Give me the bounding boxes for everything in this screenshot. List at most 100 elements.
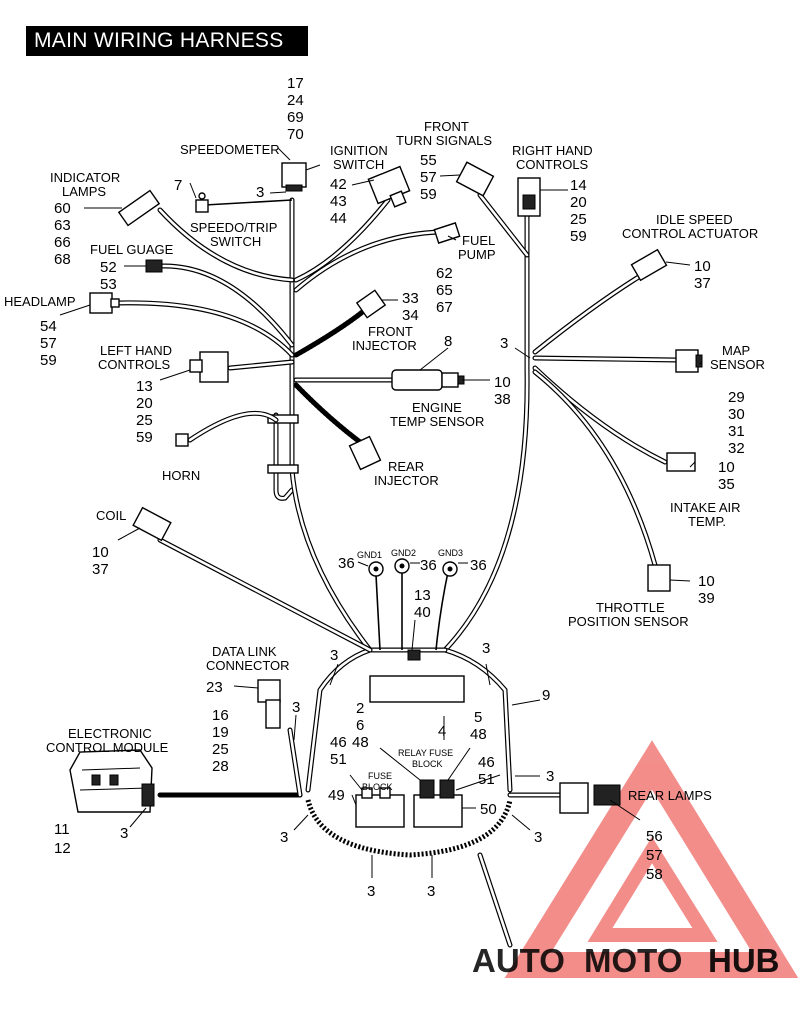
callout-front-turn-3: 59: [420, 186, 437, 203]
label-relay-fuse-2: BLOCK: [412, 759, 443, 769]
callout-speedometer-3: 69: [287, 109, 304, 126]
label-front-turn-2: TURN SIGNALS: [396, 133, 492, 148]
speedo-trip-switch: [195, 192, 209, 213]
callout-fuse-left-2: 51: [330, 751, 347, 768]
ground-terminals: [368, 558, 458, 577]
callout-indicator-4: 68: [54, 251, 71, 268]
throttle-position-connector: [647, 564, 671, 592]
callout-ecm-conn: 3: [120, 825, 128, 842]
watermark-text: AUTO MOTO HUB: [472, 942, 780, 979]
callout-fuel-pump-2: 65: [436, 282, 453, 299]
callout-indicator-1: 60: [54, 200, 71, 217]
label-headlamp: HEADLAMP: [4, 294, 76, 309]
label-fuel-pump-2: PUMP: [458, 247, 496, 262]
callout-front-turn-2: 57: [420, 169, 437, 186]
label-relay-fuse-1: RELAY FUSE: [398, 748, 453, 758]
callout-ignition-3: 44: [330, 210, 347, 227]
label-intake-air-2: TEMP.: [688, 514, 726, 529]
label-speedometer: SPEEDOMETER: [180, 142, 280, 157]
callout-fuse-right-2: 51: [478, 771, 495, 788]
label-gnd3: GND3: [438, 548, 463, 558]
callout-right-hand-3: 25: [570, 211, 587, 228]
callout-map-sensor-4: 32: [728, 440, 745, 457]
callout-left-loop: 3: [330, 647, 338, 664]
label-left-hand-1: LEFT HAND: [100, 343, 172, 358]
label-intake-air-1: INTAKE AIR: [670, 500, 741, 515]
label-indicator-1: INDICATOR: [50, 170, 120, 185]
speedometer-connector: [281, 162, 307, 192]
callout-speedo-trip: 7: [174, 177, 182, 194]
label-throttle-2: POSITION SENSOR: [568, 614, 689, 629]
watermark-triangle-logo: [504, 740, 799, 978]
callout-map-sensor-1: 29: [728, 389, 745, 406]
callout-fuel-pump-1: 62: [436, 265, 453, 282]
callout-center-2: 40: [414, 604, 431, 621]
callout-center-1: 13: [414, 587, 431, 604]
rear-lamps-connector: [559, 782, 621, 814]
callout-rear-lamps-3: 58: [646, 866, 663, 883]
callout-right-hand-1: 14: [570, 177, 587, 194]
callout-right-loop-num: 9: [542, 687, 550, 704]
callout-data-link-list-1: 16: [212, 707, 229, 724]
ignition-switch: [367, 165, 411, 208]
coil-connector: [132, 506, 172, 542]
callout-ignition-1: 42: [330, 176, 347, 193]
callout-speedometer-4: 70: [287, 126, 304, 143]
callout-right-hand-2: 20: [570, 194, 587, 211]
callout-map-sensor-3: 31: [728, 423, 745, 440]
engine-temp-sensor: [391, 369, 465, 391]
callout-front-turn-1: 55: [420, 152, 437, 169]
label-map-sensor-2: SENSOR: [710, 357, 765, 372]
label-map-sensor-1: MAP: [722, 343, 750, 358]
label-speedo-trip-2: SWITCH: [210, 234, 261, 249]
callout-gnd3: 36: [470, 557, 487, 574]
callout-fuel-pump-3: 67: [436, 299, 453, 316]
right-trunk: [442, 192, 679, 653]
callout-right-mid: 3: [546, 768, 554, 785]
label-fuse-block-2: BLOCK: [362, 782, 393, 792]
label-ignition-1: IGNITION: [330, 143, 388, 158]
callout-right-50: 50: [480, 801, 497, 818]
label-front-injector-2: INJECTOR: [352, 338, 417, 353]
callout-fuse-right-1: 46: [478, 754, 495, 771]
callout-front-injector-2: 34: [402, 307, 419, 324]
label-engine-temp-2: TEMP SENSOR: [390, 414, 484, 429]
callout-indicator-2: 63: [54, 217, 71, 234]
label-rear-injector-1: REAR: [388, 459, 424, 474]
callout-left-hand-3: 25: [136, 412, 153, 429]
callout-data-link: 23: [206, 679, 223, 696]
label-data-link-1: DATA LINK: [212, 644, 277, 659]
callout-engine-temp-1: 10: [494, 374, 511, 391]
callout-inner-c-2: 48: [470, 726, 487, 743]
callout-front-injector-1: 33: [402, 290, 419, 307]
callout-coil-1: 10: [92, 544, 109, 561]
callout-data-link-split: 3: [292, 699, 300, 716]
callout-ecm-2: 12: [54, 840, 71, 857]
callout-data-link-list-2: 19: [212, 724, 229, 741]
callout-intake-air-1: 10: [718, 459, 735, 476]
label-engine-temp-1: ENGINE: [412, 400, 462, 415]
label-fuse-block-1: FUSE: [368, 771, 392, 781]
callout-inner-a-1: 2: [356, 700, 364, 717]
electronic-control-module: [69, 749, 155, 813]
label-ecm-2: CONTROL MODULE: [46, 740, 169, 755]
callout-headlamp-1: 54: [40, 318, 57, 335]
callout-inner-b: 4: [438, 723, 446, 740]
leader-lines: [59, 147, 703, 878]
label-fuel-guage: FUEL GUAGE: [90, 242, 174, 257]
callout-throttle-1: 10: [698, 573, 715, 590]
callout-throttle-2: 39: [698, 590, 715, 607]
relay-fuse-block: [413, 779, 463, 828]
front-injector-connector: [355, 289, 387, 319]
horn-connector: [175, 433, 189, 447]
right-hand-controls-connector: [517, 177, 541, 217]
label-speedo-trip-1: SPEEDO/TRIP: [190, 220, 277, 235]
callout-inner-a-2: 6: [356, 717, 364, 734]
callout-bottom-b: 3: [427, 883, 435, 900]
callout-indicator-3: 66: [54, 234, 71, 251]
headlamp-connector: [89, 292, 120, 314]
callout-right-loop: 3: [482, 640, 490, 657]
callout-gnd2: 36: [420, 557, 437, 574]
component-labels: SPEEDOMETER IGNITION SWITCH FRONT TURN S…: [4, 119, 765, 803]
callout-headlamp-2: 57: [40, 335, 57, 352]
